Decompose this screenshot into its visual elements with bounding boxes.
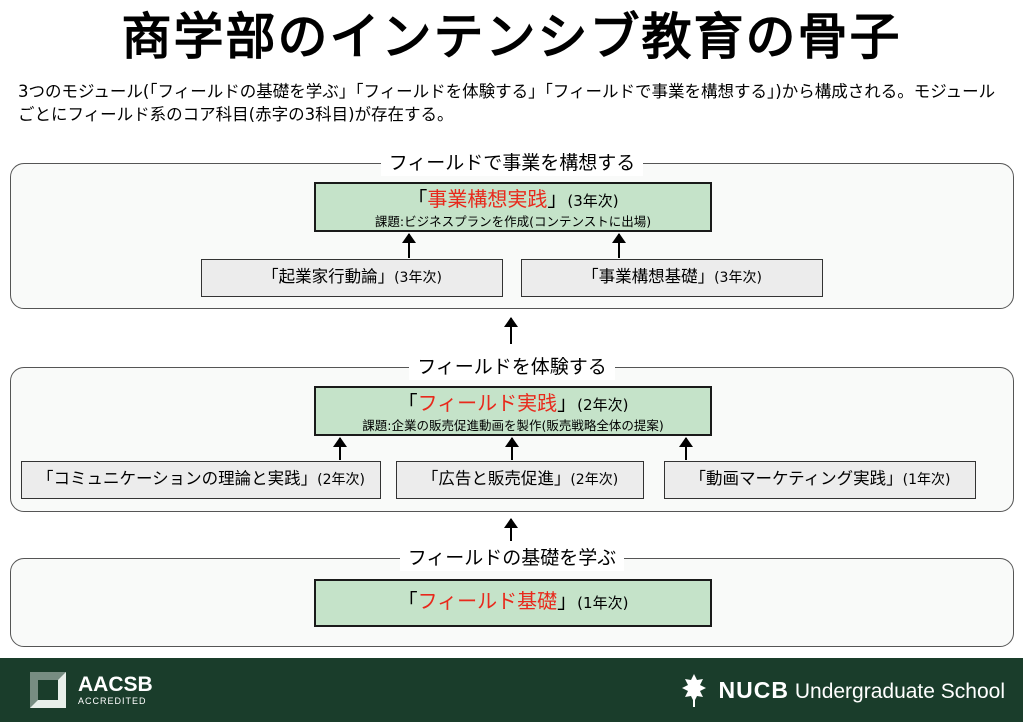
- course-year: (3年次): [567, 192, 619, 210]
- module-experience-label: フィールドを体験する: [409, 354, 615, 380]
- course-year: (1年次): [577, 594, 629, 612]
- leaf-emblem-icon: [681, 674, 706, 707]
- school-abbr: NUCB: [718, 676, 789, 703]
- sub-course: 「広告と販売促進」(2年次): [396, 461, 644, 499]
- core-course-name: フィールド基礎: [417, 589, 558, 613]
- sub-course: 「事業構想基礎」(3年次): [521, 259, 823, 297]
- module-concept-label: フィールドで事業を構想する: [380, 150, 644, 176]
- aacsb-badge: AACSB ACCREDITED: [30, 672, 153, 708]
- sub-course: 「コミュニケーションの理論と実践」(2年次): [21, 461, 381, 499]
- arrow-up-icon: [612, 233, 626, 258]
- sub-course: 「動画マーケティング実践」(1年次): [664, 461, 976, 499]
- module-basics-label: フィールドの基礎を学ぶ: [399, 545, 625, 571]
- arrow-up-icon: [505, 437, 519, 460]
- core-course-task: 課題:企業の販売促進動画を製作(販売戦略全体の提案): [362, 418, 664, 433]
- module-experience: フィールドを体験する 「フィールド実践」(2年次) 課題:企業の販売促進動画を製…: [10, 354, 1014, 512]
- arrow-up-icon: [679, 437, 693, 460]
- core-course-name: フィールド実践: [417, 391, 558, 415]
- aacsb-logo-icon: [30, 672, 66, 708]
- intro-text: 3つのモジュール(「フィールドの基礎を学ぶ」「フィールドを体験する」「フィールド…: [18, 82, 996, 124]
- accreditation-name: AACSB: [78, 672, 153, 696]
- arrow-up-icon: [402, 233, 416, 258]
- course-year: (2年次): [577, 396, 629, 414]
- core-course-concept: 「事業構想実践」(3年次) 課題:ビジネスプランを作成(コンテンストに出場): [314, 182, 712, 232]
- arrow-up-icon: [504, 518, 518, 541]
- core-course-experience: 「フィールド実践」(2年次) 課題:企業の販売促進動画を製作(販売戦略全体の提案…: [314, 386, 712, 436]
- core-course-name: 事業構想実践: [427, 187, 548, 211]
- page-title: 商学部のインテンシブ教育の骨子: [121, 8, 902, 66]
- sub-course: 「起業家行動論」(3年次): [201, 259, 503, 297]
- arrow-up-icon: [333, 437, 347, 460]
- core-course-basics: 「フィールド基礎」(1年次): [314, 579, 712, 627]
- school-name: Undergraduate School: [794, 679, 1005, 703]
- core-course-task: 課題:ビジネスプランを作成(コンテンストに出場): [374, 214, 652, 229]
- module-concept: フィールドで事業を構想する 「事業構想実践」(3年次) 課題:ビジネスプランを作…: [10, 150, 1014, 309]
- accreditation-sub: ACCREDITED: [78, 695, 147, 706]
- arrow-up-icon: [504, 317, 518, 344]
- school-logo: NUCB Undergraduate School: [679, 672, 1005, 708]
- footer-bar: AACSB ACCREDITED NUCB Undergraduate Scho…: [0, 658, 1023, 722]
- module-basics: フィールドの基礎を学ぶ 「フィールド基礎」(1年次): [10, 545, 1014, 647]
